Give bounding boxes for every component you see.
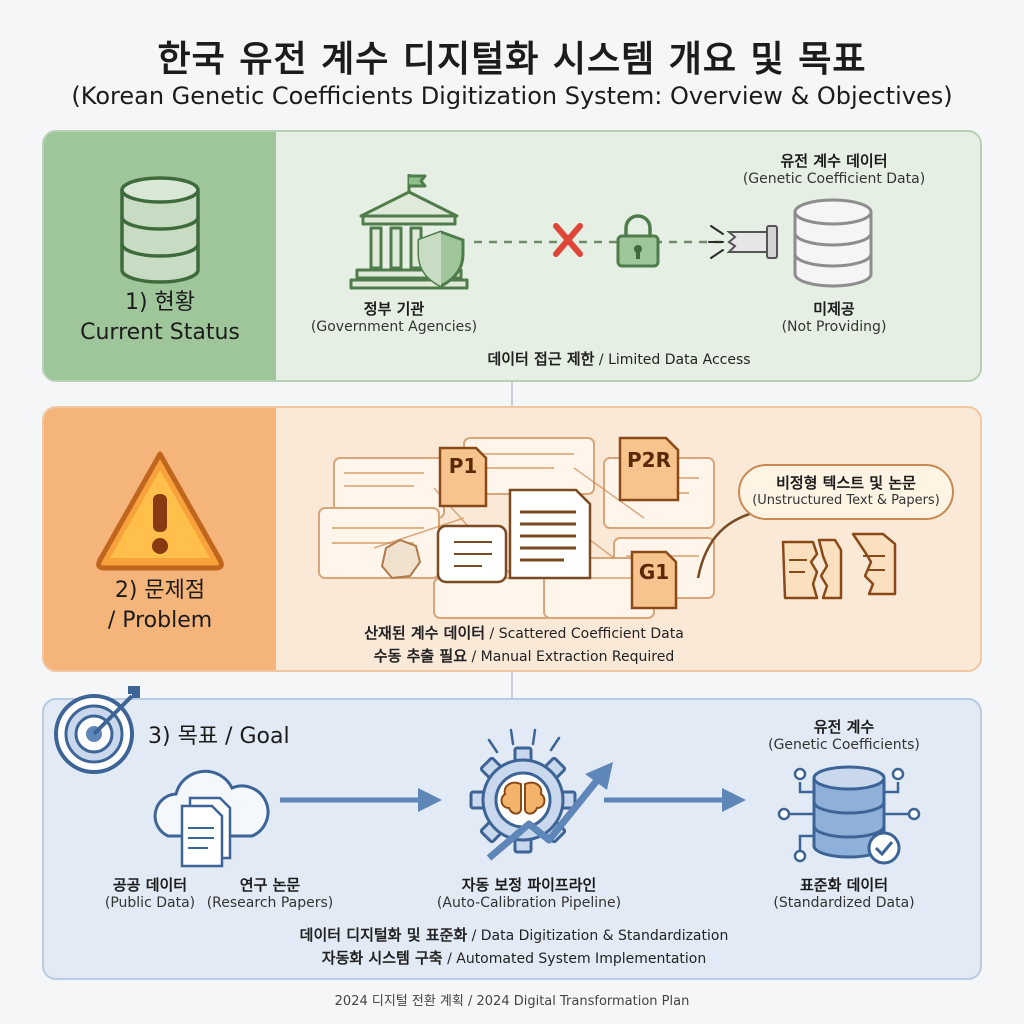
not-providing-label-en: (Not Providing)	[781, 319, 887, 335]
trend-arrow-icon	[585, 762, 613, 790]
cloud-document-icon	[153, 769, 270, 868]
pipeline-label-ko: 자동 보정 파이프라인	[461, 876, 597, 894]
problem-panel: 2) 문제점 / Problem	[42, 406, 982, 672]
current-status-label-ko: 1) 현황	[124, 290, 196, 315]
arrow-right-icon	[722, 788, 746, 812]
unstructured-label-ko: 비정형 텍스트 및 논문	[776, 474, 916, 492]
genetic-coefficients-label-ko: 유전 계수	[813, 718, 875, 736]
unstructured-label-en: (Unstructured Text & Papers)	[752, 493, 940, 508]
crumpled-paper-icon	[380, 538, 422, 580]
standardized-data-label-en: (Standardized Data)	[773, 895, 915, 911]
database-icon-unavailable	[793, 198, 873, 288]
genetic-coefficients-label-en: (Genetic Coefficients)	[768, 737, 920, 753]
agency-label-en: (Government Agencies)	[310, 319, 478, 335]
manual-label-en: / Manual Extraction Required	[467, 649, 675, 665]
broken-pipe-icon	[708, 225, 778, 259]
manual-label-ko: 수동 추출 필요	[373, 647, 468, 665]
torn-papers-icon	[781, 532, 897, 600]
goal-line1-en: / Data Digitization & Standardization	[467, 928, 729, 944]
database-icon	[120, 176, 200, 284]
scattered-label-en: / Scattered Coefficient Data	[485, 626, 684, 642]
text-document-icon	[508, 488, 592, 580]
limited-access-en: / Limited Data Access	[594, 352, 751, 368]
file-label-p1: P1	[448, 454, 478, 478]
standardized-data-label-ko: 표준화 데이터	[799, 876, 889, 894]
file-g1-icon	[630, 550, 678, 610]
scattered-documents-illustration	[318, 436, 774, 619]
genetic-data-title-en: (Genetic Coefficient Data)	[742, 171, 926, 187]
goal-panel: 3) 목표 / Goal	[42, 698, 982, 980]
goal-label: 3) 목표 / Goal	[148, 724, 290, 749]
problem-sidebar: 2) 문제점 / Problem	[44, 408, 276, 670]
problem-label-ko: 2) 문제점	[114, 578, 206, 603]
check-circle-icon	[867, 831, 901, 865]
goal-line1-ko: 데이터 디지털화 및 표준화	[299, 926, 468, 944]
problem-caption: 산재된 계수 데이터 / Scattered Coefficient Data …	[304, 622, 744, 668]
file-p1-icon	[438, 446, 488, 508]
file-p2r-icon	[618, 436, 680, 502]
goal-caption: 데이터 디지털화 및 표준화 / Data Digitization & Sta…	[244, 924, 784, 970]
shield-icon	[417, 230, 465, 288]
not-providing-label-ko: 미제공	[813, 300, 855, 318]
warning-icon	[96, 451, 224, 571]
research-papers-label-ko: 연구 논문	[239, 876, 301, 894]
unstructured-bubble: 비정형 텍스트 및 논문 (Unstructured Text & Papers…	[738, 464, 954, 520]
public-data-label-en: (Public Data)	[104, 895, 196, 911]
close-icon	[553, 223, 583, 257]
limited-access-ko: 데이터 접근 제한	[487, 350, 595, 368]
problem-label-en: / Problem	[107, 608, 213, 633]
limited-access-caption: 데이터 접근 제한 / Limited Data Access	[344, 348, 894, 369]
file-label-p2r: P2R	[627, 448, 671, 472]
goal-line2-ko: 자동화 시스템 구축	[321, 949, 443, 967]
agency-label-ko: 정부 기관	[363, 300, 425, 318]
lock-icon	[616, 214, 660, 268]
scattered-label-ko: 산재된 계수 데이터	[364, 624, 486, 642]
connector-line	[511, 382, 513, 406]
current-status-panel: 1) 현황 Current Status	[42, 130, 982, 382]
footer: 2024 디지털 전환 계획 / 2024 Digital Transforma…	[334, 994, 690, 1009]
public-data-label-ko: 공공 데이터	[112, 876, 188, 894]
government-building-icon	[349, 174, 469, 290]
page-title: 한국 유전 계수 디지털화 시스템 개요 및 목표	[157, 39, 867, 80]
brain-icon	[500, 781, 546, 815]
connector-line	[511, 672, 513, 698]
goal-line2-en: / Automated System Implementation	[442, 951, 707, 967]
current-status-sidebar: 1) 현황 Current Status	[44, 132, 276, 380]
network-database-icon	[777, 765, 921, 865]
gear-brain-icon	[469, 728, 613, 861]
pipeline-label-en: (Auto-Calibration Pipeline)	[436, 895, 622, 911]
flow-arrows	[280, 788, 746, 812]
arrow-right-icon	[418, 788, 442, 812]
file-label-g1: G1	[638, 560, 670, 584]
genetic-data-title-ko: 유전 계수 데이터	[780, 152, 888, 170]
target-icon	[54, 686, 140, 774]
page-subtitle: (Korean Genetic Coefficients Digitizatio…	[71, 82, 953, 110]
research-papers-label-en: (Research Papers)	[206, 895, 334, 911]
current-status-label-en: Current Status	[80, 320, 240, 345]
